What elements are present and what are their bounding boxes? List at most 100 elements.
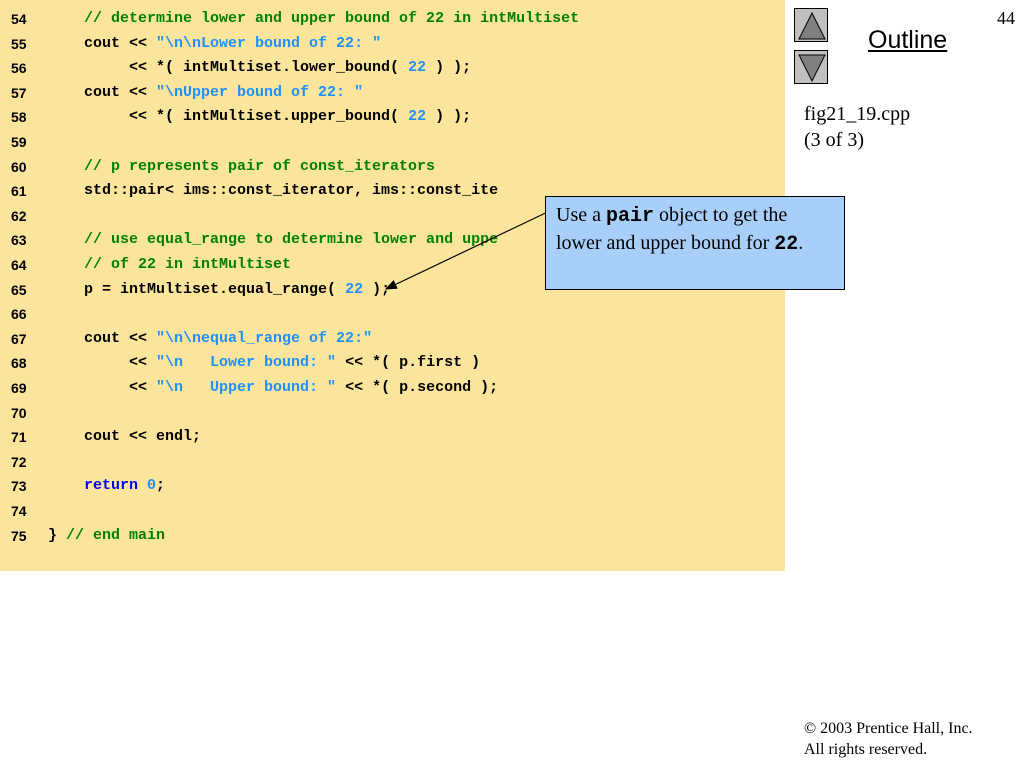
code-line: 59	[0, 130, 785, 154]
code-line: 55 cout << "\n\nLower bound of 22: "	[0, 32, 785, 56]
code-token-keyword: return	[48, 477, 148, 495]
copyright: © 2003 Prentice Hall, Inc. All rights re…	[804, 718, 973, 760]
line-number: 73	[11, 478, 27, 495]
code-token-comment: // use equal_range to determine lower an…	[48, 231, 499, 249]
code-line: 75} // end main	[0, 524, 785, 548]
code-text: } // end main	[48, 524, 165, 548]
line-number: 63	[11, 232, 27, 249]
callout-prefix: Use a	[556, 204, 606, 226]
triangle-down-icon	[798, 54, 826, 83]
rights-text: All rights reserved.	[804, 741, 928, 758]
file-name: fig21_19.cpp	[804, 103, 911, 125]
code-line: 58 << *( intMultiset.upper_bound( 22 ) )…	[0, 105, 785, 129]
code-line: 66	[0, 302, 785, 326]
code-text: p = intMultiset.equal_range( 22 );	[48, 278, 390, 302]
previous-slide-button[interactable]	[794, 8, 828, 42]
code-text: cout << "\n\nequal_range of 22:"	[48, 327, 372, 351]
code-text: cout << endl;	[48, 425, 201, 449]
page-number: 44	[997, 8, 1015, 28]
line-number: 56	[11, 60, 27, 77]
code-text: << *( intMultiset.lower_bound( 22 ) );	[48, 56, 471, 80]
code-text: cout << "\nUpper bound of 22: "	[48, 81, 363, 105]
code-token-code: ) );	[426, 108, 472, 126]
line-number: 67	[11, 330, 27, 347]
code-line: 54 // determine lower and upper bound of…	[0, 7, 785, 31]
callout-number: 22	[774, 233, 799, 256]
code-token-code: );	[363, 280, 391, 298]
line-number: 65	[11, 281, 27, 298]
code-token-number: 22	[345, 280, 364, 298]
part-indicator: (3 of 3)	[804, 129, 864, 151]
line-number: 64	[11, 257, 27, 273]
code-token-code: p = intMultiset.equal_range(	[48, 280, 346, 298]
code-token-string: "\n Lower bound: "	[156, 354, 337, 372]
code-token-number: 0	[147, 477, 157, 495]
next-slide-button[interactable]	[794, 50, 828, 84]
code-token-code: cout << endl;	[48, 428, 202, 446]
line-number: 59	[11, 134, 27, 150]
code-token-comment: // end main	[66, 526, 166, 544]
code-line: 60 // p represents pair of const_iterato…	[0, 155, 785, 179]
code-token-number: 22	[408, 108, 427, 126]
code-text: // use equal_range to determine lower an…	[48, 228, 498, 252]
line-number: 66	[11, 306, 27, 323]
code-token-code: ;	[156, 477, 166, 495]
code-token-code: }	[48, 526, 67, 544]
file-info: fig21_19.cpp (3 of 3)	[804, 101, 910, 153]
code-token-string: "\n\nLower bound of 22: "	[156, 34, 382, 52]
callout-code-word: pair	[605, 205, 654, 228]
code-token-code: std::pair< ims::const_iterator, ims::con…	[48, 182, 499, 200]
code-line: 56 << *( intMultiset.lower_bound( 22 ) )…	[0, 56, 785, 80]
copyright-symbol: ©	[804, 720, 817, 737]
code-line: 68 << "\n Lower bound: " << *( p.first )	[0, 351, 785, 375]
code-line: 70	[0, 401, 785, 425]
code-line: 62	[0, 204, 785, 228]
code-line: 72	[0, 450, 785, 474]
code-token-comment: // determine lower and upper bound of 22…	[48, 10, 580, 27]
line-number: 68	[11, 355, 27, 372]
line-number: 71	[11, 429, 27, 446]
code-text: return 0;	[48, 474, 165, 498]
line-number: 54	[11, 11, 27, 27]
code-token-code: << *( intMultiset.lower_bound(	[48, 59, 409, 77]
code-line: 67 cout << "\n\nequal_range of 22:"	[0, 327, 785, 351]
line-number: 62	[11, 207, 27, 224]
code-token-string: "\nUpper bound of 22: "	[156, 83, 364, 101]
code-token-code: << *( p.second );	[336, 379, 499, 396]
code-line: 57 cout << "\nUpper bound of 22: "	[0, 81, 785, 105]
code-line: 65 p = intMultiset.equal_range( 22 );	[0, 278, 785, 302]
line-number: 57	[11, 84, 27, 101]
code-token-comment: // p represents pair of const_iterators	[48, 157, 436, 175]
outline-link[interactable]: Outline	[868, 26, 948, 54]
code-token-code: cout <<	[48, 34, 157, 52]
code-token-code: cout <<	[48, 83, 157, 101]
code-token-code: << *( intMultiset.upper_bound(	[48, 108, 409, 126]
code-text: cout << "\n\nLower bound of 22: "	[48, 32, 381, 56]
callout-suffix: .	[798, 232, 804, 254]
code-token-comment: // of 22 in intMultiset	[48, 256, 292, 273]
code-text: << *( intMultiset.upper_bound( 22 ) );	[48, 105, 471, 129]
callout-middle: object to get the lower and upper bound …	[556, 204, 788, 254]
code-token-code: << *( p.first )	[336, 354, 481, 372]
line-number: 58	[11, 109, 27, 126]
copyright-text: 2003 Prentice Hall, Inc.	[816, 720, 973, 737]
code-text: // determine lower and upper bound of 22…	[48, 7, 579, 31]
code-token-string: "\n Upper bound: "	[156, 379, 337, 396]
code-token-code: <<	[48, 379, 157, 396]
code-text: std::pair< ims::const_iterator, ims::con…	[48, 179, 498, 203]
code-token-number: 22	[408, 59, 427, 77]
code-token-string: "\n\nequal_range of 22:"	[156, 329, 373, 347]
code-line: 61 std::pair< ims::const_iterator, ims::…	[0, 179, 785, 203]
code-line: 64 // of 22 in intMultiset	[0, 253, 785, 277]
line-number: 72	[11, 453, 27, 470]
line-number: 75	[11, 527, 27, 544]
code-text: // of 22 in intMultiset	[48, 253, 291, 277]
code-line: 73 return 0;	[0, 474, 785, 498]
code-text: << "\n Upper bound: " << *( p.second );	[48, 376, 498, 400]
callout-box: Use a pair object to get the lower and u…	[545, 196, 845, 290]
line-number: 60	[11, 158, 27, 175]
line-number: 61	[11, 183, 27, 200]
line-number: 69	[11, 380, 27, 396]
code-token-code: <<	[48, 354, 157, 372]
code-text: // p represents pair of const_iterators	[48, 155, 435, 179]
